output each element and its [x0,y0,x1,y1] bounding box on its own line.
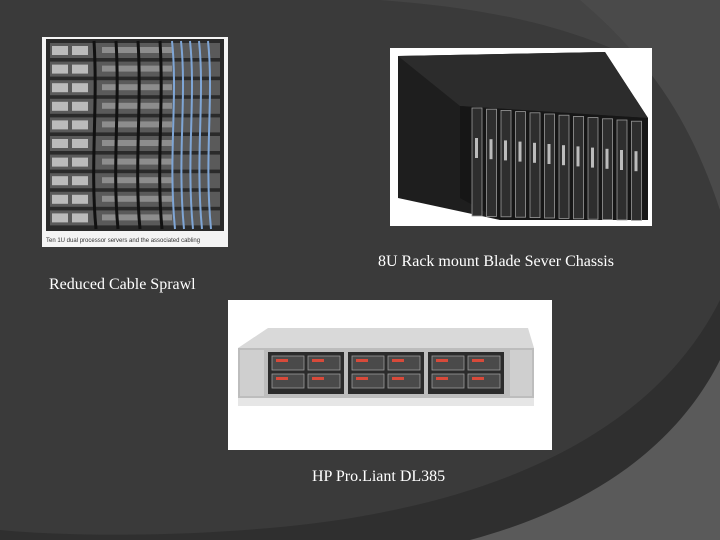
black-cable [114,40,120,230]
blue-cable [189,40,194,230]
blade-module [486,108,497,217]
blade-module [573,116,584,220]
rack-drive-slot [52,176,68,186]
rack-drive-slot [52,101,68,111]
drive-led [312,377,324,380]
rack-drive-slot [72,64,88,74]
drive-led [436,359,448,362]
blade-handle [634,151,638,172]
black-cable [158,40,164,230]
drive-led [276,377,288,380]
rack-inner-caption: Ten 1U dual processor servers and the as… [46,238,200,244]
blade-handle [489,139,493,160]
drive-bay [271,373,305,389]
drive-led [392,359,404,362]
blade-handle [591,147,594,168]
blade-handle [475,138,478,158]
rack-panel [102,214,172,221]
proliant-illustration [228,300,552,450]
drive-bay [307,355,341,371]
blade-handle [533,142,536,163]
rack-drive-slot [52,64,68,74]
rack-drive-slot [72,101,88,111]
drive-led [356,359,368,362]
rack-panel [102,84,172,91]
rack-drive-slot [72,213,88,223]
rack-drive-slot [72,83,88,93]
rack-drive-slot [52,139,68,148]
blade-handle [620,150,623,170]
black-cable [136,40,142,230]
blade-handle [504,140,507,161]
drive-led [392,377,404,380]
drive-led [276,359,288,362]
rack-drive-slot [72,139,88,148]
drive-bay [351,355,385,371]
black-cable [92,40,98,230]
blade-chassis-illustration [390,48,652,226]
drive-bay [467,355,501,371]
drive-led [472,377,484,380]
rack-drive-slot [72,194,88,204]
blade-module [515,111,526,218]
drive-bay [351,373,385,389]
blue-cable [207,40,212,230]
proliant-image [228,300,552,450]
server-rack-illustration: Ten 1U dual processor servers and the as… [42,37,228,247]
rack-drive-slot [52,157,68,167]
rack-drive-slot [72,176,88,186]
blade-module [471,107,483,217]
rack-drive-slot [72,46,88,55]
rack-drive-slot [72,120,88,130]
blue-cable [171,40,176,230]
rack-panel [102,121,172,128]
drive-bay [431,355,465,371]
blade-module [558,114,570,219]
rack-drive-slot [52,194,68,204]
drive-bay [307,373,341,389]
blade-handle [518,141,522,162]
drive-led [472,359,484,362]
rack-drive-slot [52,46,68,55]
rack-drive-slot [52,120,68,130]
rack-panel [102,65,172,72]
blue-cable [198,40,203,230]
drive-bay [431,373,465,389]
blade-chassis-image [390,48,652,226]
caption-rack-cabling: Reduced Cable Sprawl [49,276,196,293]
blade-module [500,110,512,218]
rack-cabling-image: Ten 1U dual processor servers and the as… [42,37,228,247]
caption-blade-chassis: 8U Rack mount Blade Sever Chassis [378,253,614,270]
rack-drive-slot [52,213,68,223]
blade-module [587,117,599,220]
rack-panel [102,102,172,109]
rack-drive-slot [52,83,68,93]
drive-bay [387,355,421,371]
caption-proliant: HP Pro.Liant DL385 [312,468,446,485]
drive-led [312,359,324,362]
blade-module [529,112,541,219]
drive-bay [387,373,421,389]
drive-bay [271,355,305,371]
blade-module [544,113,555,219]
blade-handle [547,144,551,164]
blade-handle [576,146,580,167]
blade-handle [605,148,609,169]
rack-drive-slot [72,157,88,167]
blue-cable [180,40,185,230]
drive-led [356,377,368,380]
blade-module [602,118,613,221]
blade-handle [562,145,565,166]
drive-bay [467,373,501,389]
drive-led [436,377,448,380]
